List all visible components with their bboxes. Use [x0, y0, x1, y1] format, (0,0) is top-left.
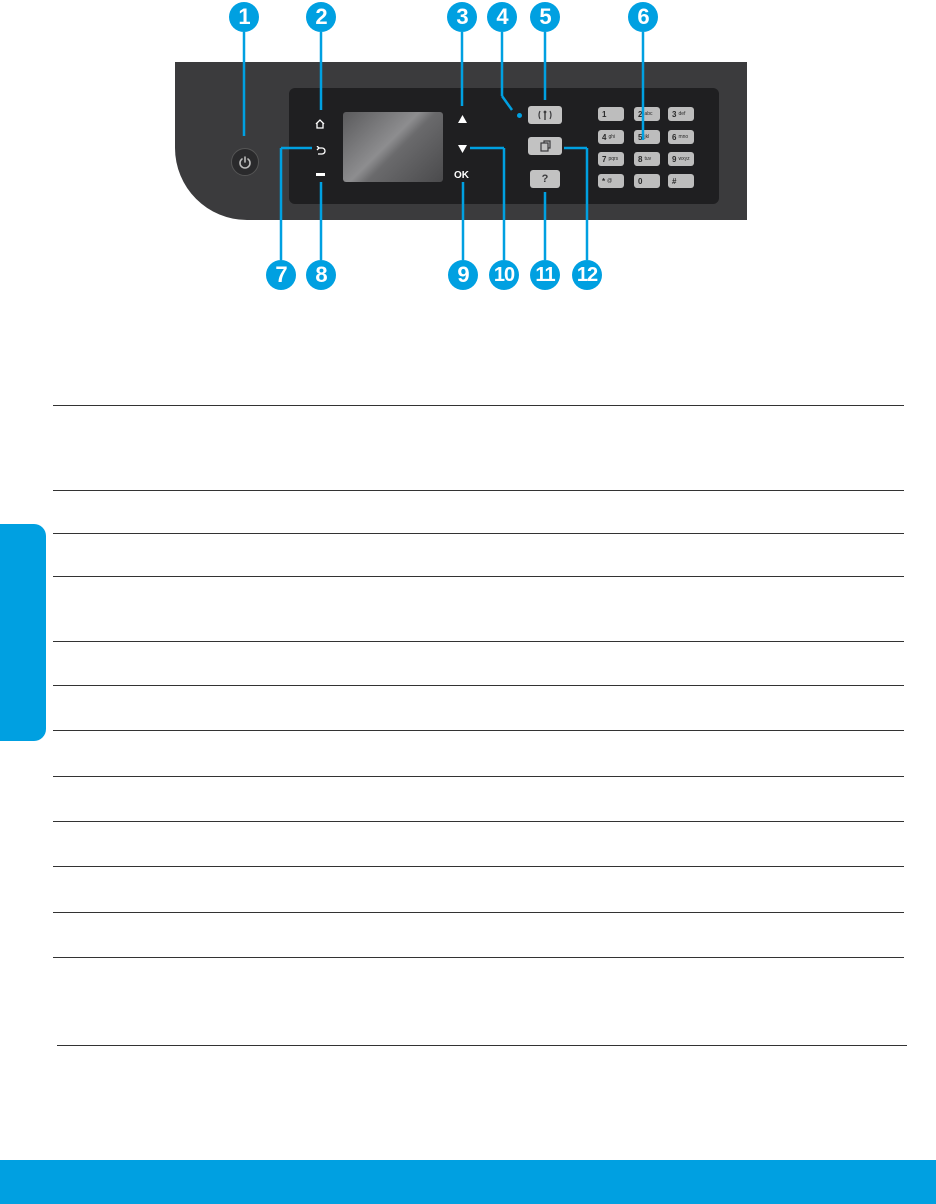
table-rule [53, 730, 904, 731]
keypad-digit: 3 [672, 109, 677, 119]
keypad-letters: tuv [644, 156, 652, 162]
table-rule [53, 776, 904, 777]
keypad-key[interactable]: 1 [598, 107, 624, 121]
keypad-digit: * [602, 176, 606, 186]
table-rule [53, 405, 904, 406]
table-rule [53, 576, 904, 577]
keypad-digit: 8 [638, 154, 643, 164]
callout-4: 4 [487, 2, 517, 32]
callout-7: 7 [266, 260, 296, 290]
wireless-status-light [517, 113, 522, 118]
minus-button[interactable] [316, 173, 325, 176]
callout-11: 11 [530, 260, 560, 290]
keypad-letters: mno [678, 134, 689, 140]
callout-6: 6 [628, 2, 658, 32]
keypad-digit: 4 [602, 132, 607, 142]
keypad-digit: 0 [638, 176, 643, 186]
keypad-letters: pqrs [608, 156, 619, 162]
power-button[interactable] [231, 148, 259, 176]
callout-2: 2 [306, 2, 336, 32]
keypad-digit: 9 [672, 154, 677, 164]
eprint-icon [540, 140, 551, 152]
keypad-digit: 6 [672, 132, 677, 142]
keypad-digit: # [672, 176, 677, 186]
keypad-key[interactable]: *@ [598, 174, 624, 188]
keypad-digit: 5 [638, 132, 643, 142]
table-rule [53, 866, 904, 867]
up-arrow-icon[interactable] [458, 115, 467, 123]
callout-3: 3 [447, 2, 477, 32]
keypad-letters: jkl [644, 134, 650, 140]
callout-5: 5 [530, 2, 560, 32]
callout-9: 9 [448, 260, 478, 290]
display-screen [343, 112, 443, 182]
table-rule [53, 490, 904, 491]
keypad-digit: 7 [602, 154, 607, 164]
help-button[interactable]: ? [530, 170, 560, 188]
table-rule [53, 641, 904, 642]
keypad-digit: 2 [638, 109, 643, 119]
side-section-tab [0, 524, 46, 741]
back-arrow-icon[interactable] [316, 146, 326, 156]
eprint-button[interactable] [528, 137, 562, 155]
callout-12: 12 [572, 260, 602, 290]
keypad-letters: @ [607, 178, 613, 184]
keypad-letters: ghi [608, 134, 616, 140]
callout-1: 1 [229, 2, 259, 32]
keypad-letters: def [678, 111, 686, 117]
keypad-letters: abc [644, 111, 653, 117]
keypad-digit: 1 [602, 109, 607, 119]
table-rule [53, 957, 904, 958]
table-rule [53, 685, 904, 686]
ok-button[interactable]: OK [454, 170, 469, 181]
keypad-key[interactable]: 0 [634, 174, 660, 188]
table-rule [53, 912, 904, 913]
callout-leader-lines [242, 32, 645, 260]
wireless-button[interactable] [528, 106, 562, 124]
table-rule [53, 533, 904, 534]
home-icon[interactable] [315, 119, 325, 129]
footer-bar [0, 1160, 936, 1204]
table-rule [53, 821, 904, 822]
keypad-letters: wxyz [678, 156, 690, 162]
callout-10: 10 [489, 260, 519, 290]
table-rule-bottom [57, 1045, 907, 1046]
help-icon: ? [541, 173, 549, 185]
keypad-key[interactable]: # [668, 174, 694, 188]
power-icon [239, 156, 251, 169]
wireless-icon [538, 110, 552, 120]
down-arrow-icon[interactable] [458, 145, 467, 153]
callout-8: 8 [306, 260, 336, 290]
